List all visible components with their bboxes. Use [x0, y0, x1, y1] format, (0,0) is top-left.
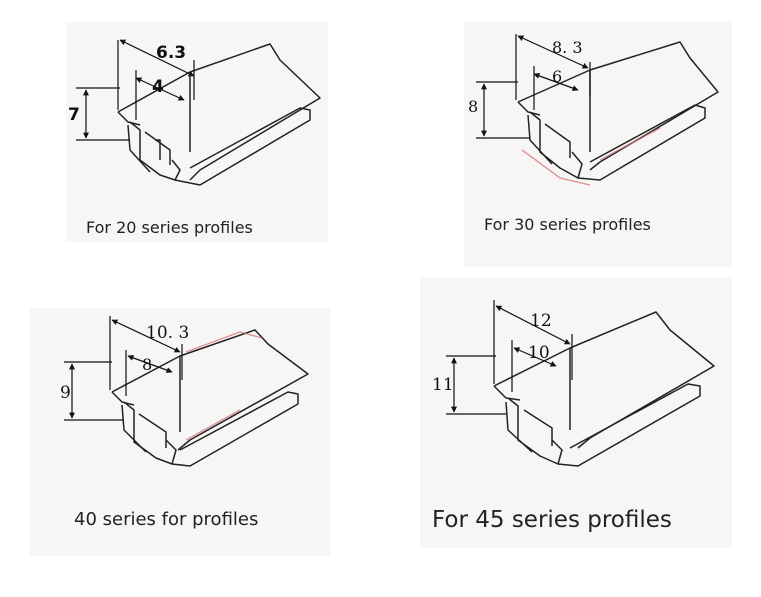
- dim-height-label-20: 7: [68, 105, 80, 125]
- dim-height-label-45: 11: [432, 375, 454, 395]
- dim-slot-label-45: 10: [528, 343, 550, 363]
- dim-total-label-40: 10. 3: [146, 323, 189, 343]
- seal-profile-45-series: [493, 311, 715, 467]
- dim-height-label-40: 9: [60, 383, 71, 403]
- red-watermark-40-series: [185, 331, 263, 441]
- dim-total-label-45: 12: [530, 311, 552, 331]
- caption-30-series: For 30 series profiles: [484, 215, 651, 234]
- dim-total-label-20: 6.3: [156, 43, 186, 63]
- dimension-lines-45-series: [446, 300, 573, 415]
- caption-45-series: For 45 series profiles: [432, 507, 672, 533]
- dimension-lines-40-series: [64, 316, 183, 421]
- dim-slot-label-30: 6: [552, 67, 562, 86]
- dim-height-label-30: 8: [468, 97, 478, 116]
- dimension-lines-30-series: [476, 34, 591, 139]
- diagram-panel-45-series: [420, 278, 732, 548]
- diagram-panel-20-series: [66, 22, 328, 242]
- dim-slot-label-20: 4: [152, 77, 164, 97]
- seal-profile-20-series: [117, 43, 321, 186]
- red-watermark-30-series: [521, 127, 661, 186]
- diagram-panel-30-series: [464, 22, 732, 267]
- seal-profile-30-series: [517, 41, 719, 181]
- seal-profile-40-series: [111, 329, 309, 467]
- dim-slot-label-40: 8: [142, 355, 152, 374]
- dimension-lines-20-series: [76, 39, 195, 141]
- dim-total-label-30: 8. 3: [552, 38, 583, 57]
- caption-20-series: For 20 series profiles: [86, 218, 253, 237]
- caption-40-series: 40 series for profiles: [74, 509, 259, 530]
